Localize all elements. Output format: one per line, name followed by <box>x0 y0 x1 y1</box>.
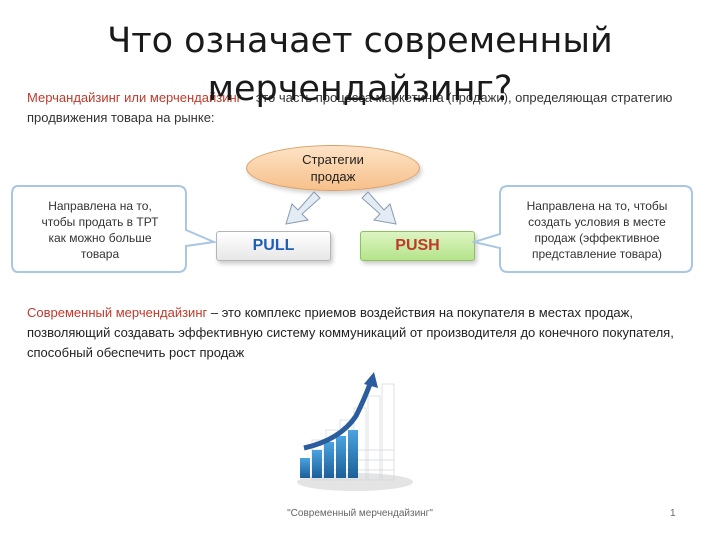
modern-term: Современный мерчендайзинг <box>27 305 208 320</box>
modern-definition: Современный мерчендайзинг – это комплекс… <box>27 303 697 363</box>
growth-chart-illustration <box>297 372 413 491</box>
right-callout-line4: представление товара) <box>531 247 663 261</box>
left-callout: Направлена на то, чтобы продать в ТРТ ка… <box>10 184 218 274</box>
strategies-label-line2: продаж <box>310 169 356 184</box>
left-callout-line4: товара <box>80 247 120 261</box>
left-callout-line2: чтобы продать в ТРТ <box>41 215 159 229</box>
right-callout-line1: Направлена на то, чтобы <box>526 199 668 213</box>
modern-text: – это комплекс приемов воздействия на по… <box>27 305 674 360</box>
left-callout-line1: Направлена на то, <box>48 199 152 213</box>
intro-text: – это часть процесса маркетинга (продажи… <box>27 90 673 125</box>
strategies-ellipse: Стратегии продаж <box>246 145 420 191</box>
push-box: PUSH <box>360 231 475 261</box>
arrow-to-push-icon <box>361 191 397 225</box>
intro-paragraph: Мерчандайзинг или мерчендайзинг – это ча… <box>27 88 697 128</box>
right-callout-line2: создать условия в месте <box>528 215 666 229</box>
footer-caption: "Современный мерчендайзинг" <box>287 508 433 519</box>
right-callout-line3: продаж (эффективное <box>534 231 660 245</box>
arrow-to-pull-icon <box>285 191 321 225</box>
right-callout: Направлена на то, чтобы создать условия … <box>472 184 694 274</box>
intro-term: Мерчандайзинг или мерчендайзинг <box>27 90 242 105</box>
slide-title-line1: Что означает современный <box>107 21 613 61</box>
left-callout-line3: как можно больше <box>48 231 152 245</box>
strategies-label-line1: Стратегии <box>302 152 364 167</box>
pull-box: PULL <box>216 231 331 261</box>
slide-title-line2: мерчендайзинг? <box>207 69 513 109</box>
page-number: 1 <box>670 508 676 519</box>
